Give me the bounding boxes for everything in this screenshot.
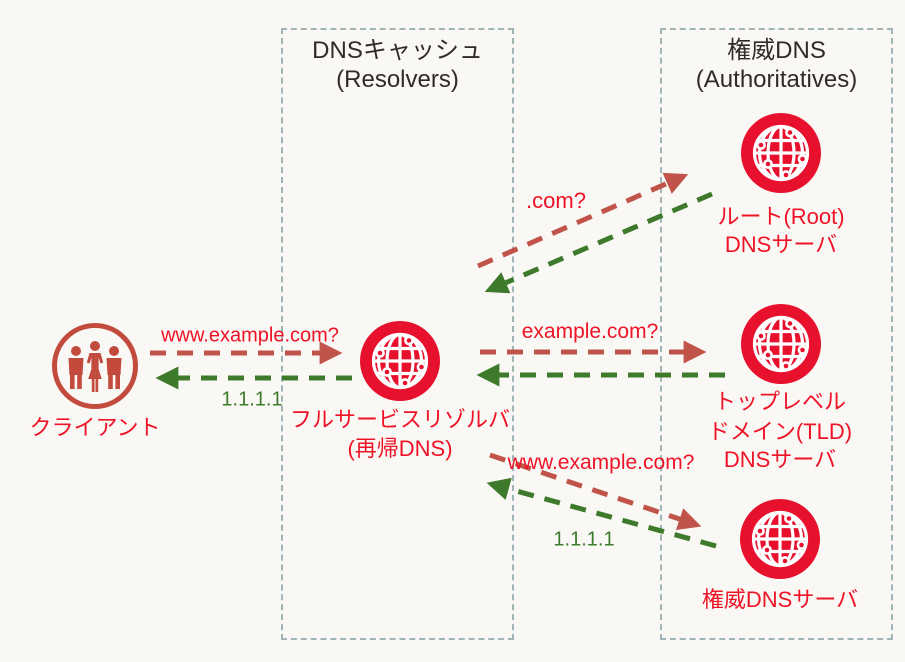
people-group-icon bbox=[52, 323, 138, 409]
arrow-label-root-query: .com? bbox=[526, 188, 586, 213]
resolver-node globe-icon bbox=[360, 321, 440, 401]
resolvers-title-en: (Resolvers) bbox=[336, 66, 459, 93]
arrow-label-auth-response: 1.1.1.1 bbox=[553, 528, 615, 551]
authoritatives-title-ja: 権威DNS bbox=[727, 37, 826, 64]
tld-label-line1: トップレベル bbox=[713, 389, 847, 414]
resolvers-title-ja: DNSキャッシュ bbox=[312, 37, 483, 64]
client-node bbox=[51, 322, 139, 410]
tld-label-line2: ドメイン(TLD) bbox=[707, 419, 853, 444]
arrow-label-client-query: www.example.com? bbox=[161, 324, 339, 347]
arrow-label-client-response: 1.1.1.1 bbox=[221, 388, 283, 411]
arrow-label-auth-query: www.example.com? bbox=[507, 451, 695, 474]
resolvers-group-title: DNSキャッシュ (Resolvers) bbox=[283, 36, 512, 94]
auth-label: 権威DNSサーバ bbox=[701, 587, 859, 612]
root-label-line1: ルート(Root) bbox=[717, 204, 845, 229]
authoritatives-title-en: (Authoritatives) bbox=[695, 66, 858, 93]
auth-node globe-icon bbox=[740, 499, 820, 579]
root-label-line2: DNSサーバ bbox=[724, 232, 838, 257]
authoritatives-group-box: 権威DNS (Authoritatives) bbox=[660, 28, 893, 640]
tld-node globe-icon bbox=[741, 304, 821, 384]
client-label: クライアント bbox=[29, 415, 161, 440]
root-node globe-icon bbox=[741, 113, 821, 193]
arrow-label-tld-query: example.com? bbox=[521, 320, 659, 343]
resolver-label-line1: フルサービスリゾルバ bbox=[289, 407, 511, 432]
authoritatives-group-title: 権威DNS (Authoritatives) bbox=[662, 36, 891, 94]
resolver-label-line2: (再帰DNS) bbox=[347, 436, 453, 461]
tld-label-line3: DNSサーバ bbox=[723, 447, 837, 472]
resolvers-group-box: DNSキャッシュ (Resolvers) bbox=[281, 28, 514, 640]
